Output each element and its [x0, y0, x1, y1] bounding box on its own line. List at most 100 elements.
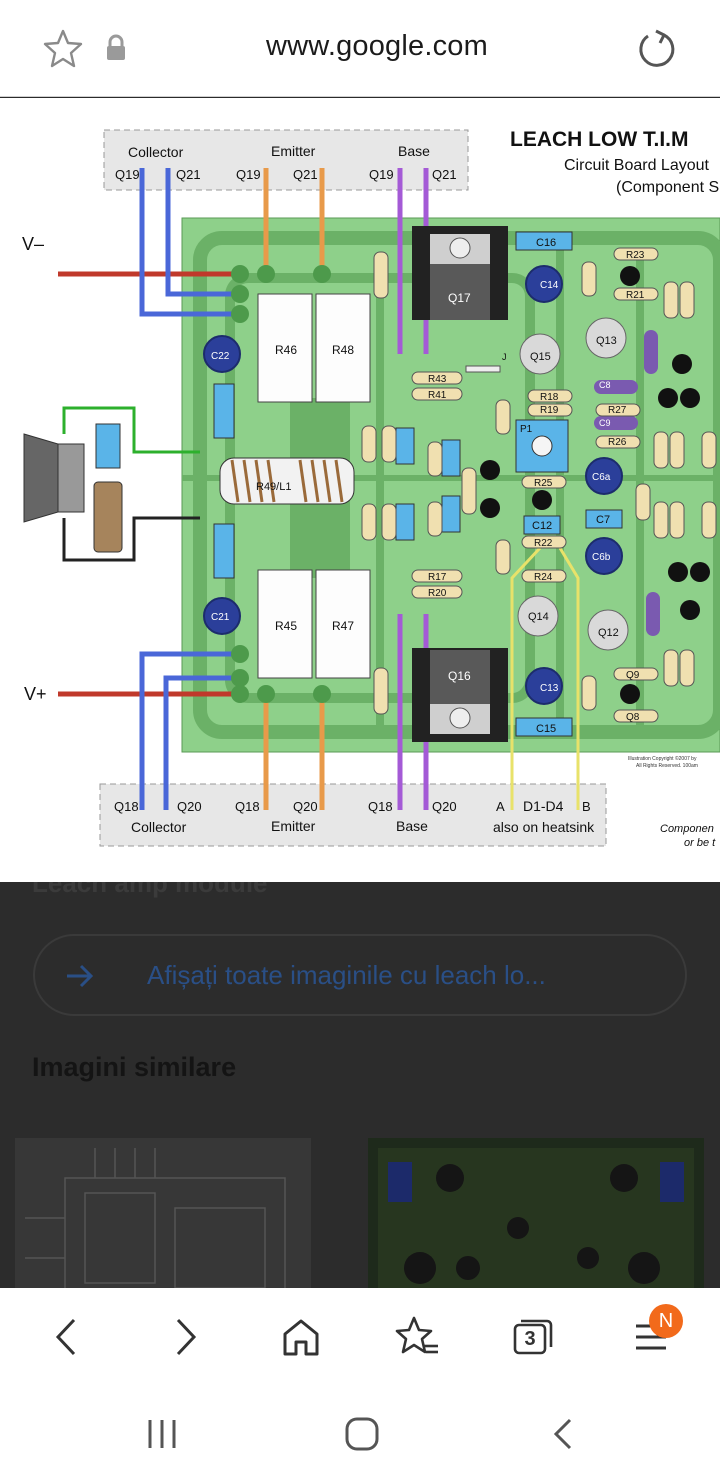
svg-text:P1: P1 — [520, 424, 533, 435]
back-icon[interactable] — [42, 1312, 92, 1362]
home-icon[interactable] — [276, 1312, 326, 1362]
svg-text:Q19: Q19 — [236, 167, 261, 182]
bottom-header-heatsink: also on heatsink — [493, 819, 595, 835]
svg-text:Q20: Q20 — [432, 799, 457, 814]
tabs-count: 3 — [524, 1327, 536, 1350]
svg-text:All Rights Reserved. 100am: All Rights Reserved. 100am — [636, 763, 698, 769]
reload-icon[interactable] — [634, 27, 678, 71]
svg-text:R25: R25 — [534, 478, 553, 489]
search-results-page: Leach amp module Afișați toate imaginile… — [0, 882, 720, 1288]
svg-text:D1-D4: D1-D4 — [523, 798, 564, 814]
svg-text:R43: R43 — [428, 374, 447, 385]
svg-text:Q18: Q18 — [368, 799, 393, 814]
svg-text:C22: C22 — [211, 351, 230, 362]
svg-text:C6a: C6a — [592, 472, 611, 483]
tabs-button[interactable]: 3 — [508, 1312, 558, 1362]
svg-text:R23: R23 — [626, 250, 645, 261]
bottom-header-base: Base — [396, 818, 428, 834]
svg-text:Illustration Copyright ©2007 b: Illustration Copyright ©2007 by — [628, 755, 697, 762]
svg-text:R19: R19 — [540, 405, 559, 416]
svg-text:Q19: Q19 — [369, 167, 394, 182]
svg-text:R48: R48 — [332, 343, 354, 357]
schematic-subtitle-2: (Component S — [616, 179, 719, 196]
top-header-base: Base — [398, 143, 430, 159]
svg-text:R18: R18 — [540, 392, 559, 403]
rail-positive: V+ — [24, 684, 47, 704]
svg-text:C12: C12 — [532, 520, 552, 532]
svg-text:C6b: C6b — [592, 552, 611, 563]
svg-text:R41: R41 — [428, 390, 447, 401]
tabs-icon — [513, 1319, 553, 1355]
bottom-header-emitter: Emitter — [271, 818, 316, 834]
bookmarks-icon[interactable] — [392, 1312, 442, 1362]
similar-images-heading: Imagini similare — [32, 1052, 237, 1082]
svg-text:C13: C13 — [540, 683, 559, 694]
svg-text:Q20: Q20 — [177, 799, 202, 814]
svg-text:R17: R17 — [428, 572, 447, 583]
svg-text:Q17: Q17 — [448, 291, 471, 305]
browser-toolbar: 3 — [0, 1288, 720, 1386]
svg-text:Q8: Q8 — [626, 712, 640, 723]
svg-text:C16: C16 — [536, 237, 556, 249]
svg-text:C15: C15 — [536, 723, 556, 735]
url-text[interactable]: www.google.com — [265, 30, 488, 62]
forward-icon[interactable] — [160, 1312, 210, 1362]
svg-text:Q18: Q18 — [114, 799, 139, 814]
svg-text:R46: R46 — [275, 343, 297, 357]
svg-text:Q19: Q19 — [115, 167, 140, 182]
top-header-emitter: Emitter — [271, 143, 316, 159]
address-bar: www.google.com — [0, 0, 720, 97]
show-all-images-button[interactable]: Afișați toate imaginile cu leach lo... — [33, 934, 687, 1016]
svg-text:R49/L1: R49/L1 — [256, 481, 291, 493]
svg-text:Componen: Componen — [660, 823, 714, 835]
svg-text:C9: C9 — [599, 418, 611, 428]
svg-text:or be t: or be t — [684, 837, 716, 849]
system-navigation-bar — [0, 1386, 720, 1480]
recent-apps-icon[interactable] — [142, 1414, 182, 1454]
similar-image-thumbnail[interactable] — [368, 1138, 704, 1288]
svg-text:Q18: Q18 — [235, 799, 260, 814]
svg-text:Q14: Q14 — [528, 611, 549, 623]
svg-text:C14: C14 — [540, 280, 559, 291]
svg-text:Q13: Q13 — [596, 335, 617, 347]
svg-text:C7: C7 — [596, 514, 610, 526]
svg-text:R47: R47 — [332, 619, 354, 633]
svg-text:C8: C8 — [599, 380, 611, 390]
circuit-board-image: LEACH LOW T.I.M Circuit Board Layout (Co… — [0, 98, 720, 882]
home-circle-icon[interactable] — [342, 1414, 382, 1454]
schematic-subtitle-1: Circuit Board Layout — [564, 157, 710, 174]
show-all-images-label: Afișați toate imaginile cu leach lo... — [147, 960, 546, 990]
schematic-title: LEACH LOW T.I.M — [510, 128, 688, 151]
svg-text:A: A — [496, 799, 505, 814]
image-viewer[interactable]: LEACH LOW T.I.M Circuit Board Layout (Co… — [0, 98, 720, 882]
system-back-icon[interactable] — [544, 1414, 584, 1454]
svg-text:B: B — [582, 799, 591, 814]
svg-text:R21: R21 — [626, 290, 645, 301]
bookmark-star-icon[interactable] — [42, 28, 84, 70]
top-header-collector: Collector — [128, 144, 184, 160]
svg-text:Q16: Q16 — [448, 669, 471, 683]
svg-text:R20: R20 — [428, 588, 447, 599]
svg-text:Q21: Q21 — [432, 167, 457, 182]
lock-icon — [107, 34, 125, 60]
svg-text:R22: R22 — [534, 538, 553, 549]
svg-text:Q12: Q12 — [598, 627, 619, 639]
svg-text:Q21: Q21 — [293, 167, 318, 182]
svg-text:Q20: Q20 — [293, 799, 318, 814]
svg-text:R27: R27 — [608, 405, 627, 416]
arrow-right-icon — [67, 964, 94, 988]
svg-text:Q9: Q9 — [626, 670, 640, 681]
notification-badge: N — [649, 1304, 683, 1338]
svg-text:C21: C21 — [211, 612, 230, 623]
svg-text:R26: R26 — [608, 437, 627, 448]
svg-text:J: J — [502, 352, 507, 362]
rail-negative: V– — [22, 234, 44, 254]
svg-text:R24: R24 — [534, 572, 553, 583]
bottom-header-collector: Collector — [131, 819, 187, 835]
image-caption: Leach amp module — [32, 882, 268, 898]
svg-text:R45: R45 — [275, 619, 297, 633]
svg-text:Q21: Q21 — [176, 167, 201, 182]
similar-image-thumbnail[interactable] — [15, 1138, 311, 1288]
svg-text:Q15: Q15 — [530, 351, 551, 363]
